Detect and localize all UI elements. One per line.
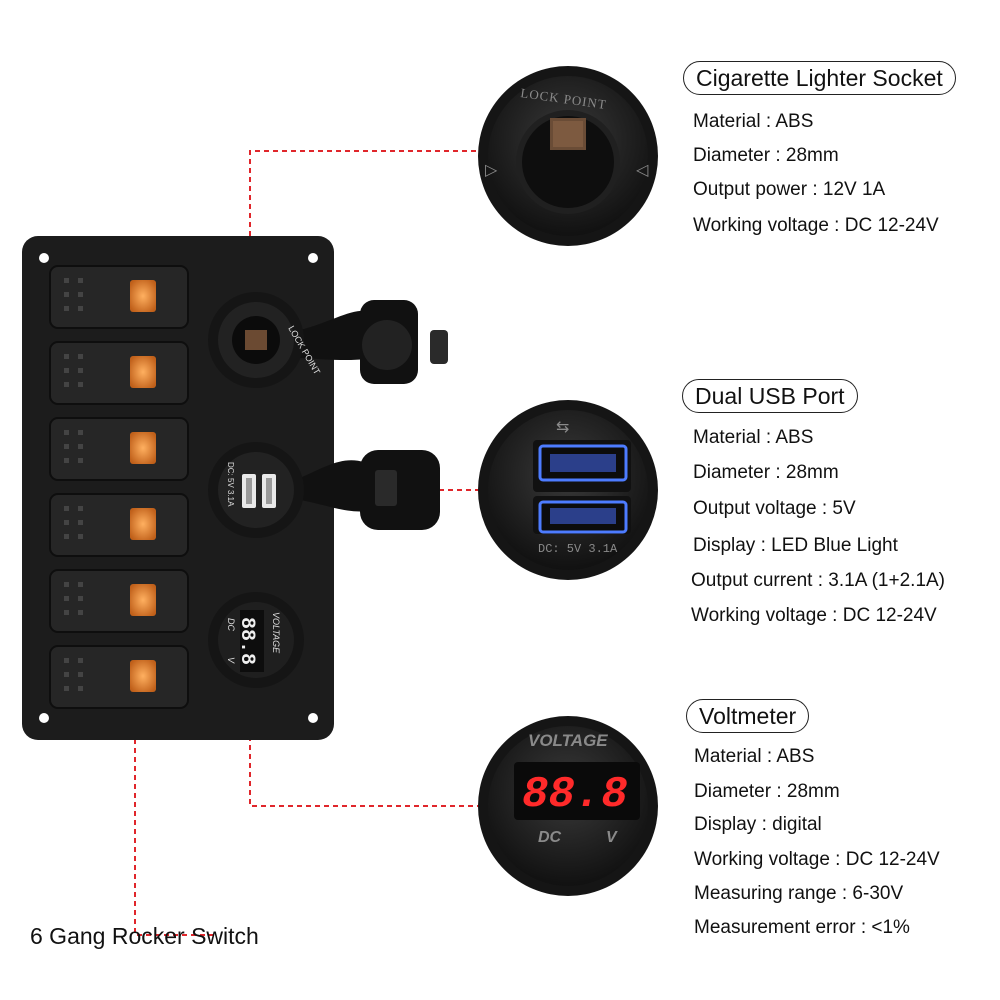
voltmeter-spec: Display : digital <box>694 814 822 835</box>
panel-voltmeter-dc: DC <box>226 618 236 631</box>
panel-voltmeter-reading: 88.8 <box>235 617 258 665</box>
grip-dot <box>78 458 83 463</box>
voltmeter-lens-dc-label: DC <box>538 829 562 846</box>
lighter-closeup: LOCK POINT ▷ ◁ <box>478 66 658 246</box>
panel-voltmeter-v: V <box>226 657 236 664</box>
voltmeter-spec: Material : ABS <box>694 746 815 767</box>
grip-dot <box>78 672 83 677</box>
lighter-spec: Output power : 12V 1A <box>693 179 886 200</box>
grip-dot <box>64 610 69 615</box>
lighter-spec: Diameter : 28mm <box>693 145 839 166</box>
grip-dot <box>78 444 83 449</box>
usb-closeup: ⇆ DC: 5V 3.1A <box>478 400 658 580</box>
usb-lens-label: DC: 5V 3.1A <box>538 542 618 556</box>
lighter-spec: Material : ABS <box>693 111 814 132</box>
grip-dot <box>78 686 83 691</box>
lighter-arrow-left-icon: ▷ <box>485 162 498 179</box>
rocker-switch[interactable] <box>49 645 189 709</box>
rocker-switch[interactable] <box>49 265 189 329</box>
usb-spec: Working voltage : DC 12-24V <box>691 605 937 626</box>
grip-dot <box>78 382 83 387</box>
grip-dot <box>78 582 83 587</box>
grip-dot <box>64 306 69 311</box>
grip-dot <box>64 292 69 297</box>
voltmeter-lens-v-label: V <box>606 829 618 846</box>
panel-usb-port: DC: 5V 3.1A <box>208 442 440 538</box>
usb-spec: Output current : 3.1A (1+2.1A) <box>691 570 946 591</box>
grip-dot <box>78 278 83 283</box>
voltmeter-spec: Working voltage : DC 12-24V <box>694 849 940 870</box>
grip-dot <box>64 506 69 511</box>
rocker-switch[interactable] <box>49 417 189 481</box>
mount-hole <box>39 253 49 263</box>
grip-dot <box>78 658 83 663</box>
usb-title: Dual USB Port <box>682 379 858 413</box>
voltmeter-closeup: 88.8 VOLTAGE DC V <box>478 716 658 896</box>
grip-dot <box>78 520 83 525</box>
grip-dot <box>64 278 69 283</box>
grip-dot <box>64 382 69 387</box>
mount-hole <box>39 713 49 723</box>
grip-dot <box>64 354 69 359</box>
grip-dot <box>64 430 69 435</box>
switch-lamp-icon <box>130 660 156 692</box>
voltmeter-spec: Measurement error : <1% <box>694 917 910 938</box>
switch-lamp-icon <box>130 356 156 388</box>
grip-dot <box>64 520 69 525</box>
voltmeter-spec: Diameter : 28mm <box>694 781 840 802</box>
mount-hole <box>308 713 318 723</box>
guide-line-switches <box>134 730 214 936</box>
rocker-switches <box>49 265 189 709</box>
grip-dot <box>64 686 69 691</box>
lighter-arrow-right-icon: ◁ <box>635 162 649 179</box>
rocker-switch[interactable] <box>49 341 189 405</box>
grip-dot <box>78 506 83 511</box>
grip-dot <box>78 430 83 435</box>
usb-lens-symbol-icon: ⇆ <box>556 419 569 436</box>
grip-dot <box>64 534 69 539</box>
panel-usb-label: DC: 5V 3.1A <box>226 462 235 507</box>
grip-dot <box>78 292 83 297</box>
switch-lamp-icon <box>130 584 156 616</box>
grip-dot <box>78 596 83 601</box>
grip-dot <box>64 582 69 587</box>
usb-spec: Diameter : 28mm <box>693 462 839 483</box>
voltmeter-spec: Measuring range : 6-30V <box>694 883 904 904</box>
lighter-title: Cigarette Lighter Socket <box>683 61 956 95</box>
voltmeter-lens-top-label: VOLTAGE <box>528 731 608 750</box>
grip-dot <box>78 610 83 615</box>
guide-line-lighter <box>249 150 478 272</box>
panel-voltmeter-label: VOLTAGE <box>271 612 281 654</box>
switch-lamp-icon <box>130 280 156 312</box>
grip-dot <box>78 306 83 311</box>
grip-dot <box>64 444 69 449</box>
voltmeter-lens-reading: 88.8 <box>522 770 628 820</box>
switch-caption: 6 Gang Rocker Switch <box>30 923 259 949</box>
grip-dot <box>64 368 69 373</box>
grip-dot <box>64 658 69 663</box>
voltmeter-title: Voltmeter <box>686 699 810 733</box>
grip-dot <box>78 368 83 373</box>
rocker-switch[interactable] <box>49 493 189 557</box>
grip-dot <box>78 354 83 359</box>
panel-lighter-socket: LOCK POINT <box>208 292 448 388</box>
switch-lamp-icon <box>130 432 156 464</box>
mount-hole <box>308 253 318 263</box>
usb-spec: Display : LED Blue Light <box>693 535 898 556</box>
switch-lamp-icon <box>130 508 156 540</box>
grip-dot <box>64 596 69 601</box>
grip-dot <box>64 672 69 677</box>
usb-spec: Material : ABS <box>693 427 814 448</box>
grip-dot <box>64 458 69 463</box>
rocker-switch[interactable] <box>49 569 189 633</box>
usb-spec: Output voltage : 5V <box>693 498 856 519</box>
grip-dot <box>78 534 83 539</box>
lighter-spec: Working voltage : DC 12-24V <box>693 215 939 236</box>
panel-voltmeter: 88.8 VOLTAGE DC V <box>208 592 304 688</box>
